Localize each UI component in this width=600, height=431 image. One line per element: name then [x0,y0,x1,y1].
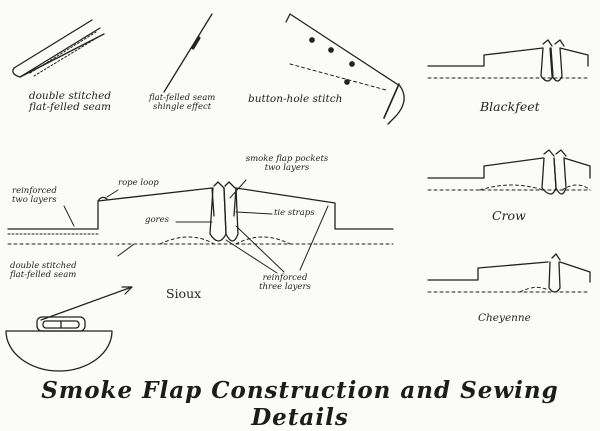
shingle-seam-sketch [163,13,213,93]
label-tie-straps: tie straps [274,208,315,218]
label-reinforced-two-layers: reinforced two layers [12,187,57,205]
label-flat-felled-line2: shingle effect [153,101,212,112]
label-reinforced-three-line2: three layers [259,281,311,292]
label-smoke-flap-line1: smoke flap pockets [245,154,329,164]
label-cheyenne: Cheyenne [478,312,531,324]
pocket-cross-section-drawing [5,316,113,372]
label-sioux: Sioux [166,286,202,301]
label-flat-felled-shingle: flat-felled seam shingle effect [149,94,215,112]
crow-detail-drawing [427,149,591,195]
label-blackfeet: Blackfeet [480,99,540,114]
label-double-stitched-bottom: double stitched flat-felled seam [10,262,77,280]
cheyenne-detail-drawing [427,253,591,293]
label-button-hole-stitch: button-hole stitch [248,93,343,105]
label-reinforced-two-line2: two layers [12,194,57,205]
diagram-caption: Smoke Flap Construction and Sewing Detai… [41,377,559,431]
double-stitched-seam-sketch [12,19,105,78]
label-double-stitched-top-line2: flat-felled seam [29,101,111,114]
label-flat-felled-line1: flat-felled seam [149,93,216,103]
blackfeet-detail-drawing [427,39,589,82]
button-hole-stitch-sketch [285,13,405,125]
label-smoke-flap-pockets: smoke flap pockets two layers [238,155,336,173]
label-gores: gores [145,215,170,225]
label-rope-loop: rope loop [118,178,159,188]
label-double-stitched-bottom-line1: double stitched [10,261,77,271]
label-double-stitched-top-line1: double stitched [28,90,112,102]
label-double-stitched-top: double stitched flat-felled seam [14,90,126,114]
label-reinforced-three-layers: reinforced three layers [246,274,324,292]
label-reinforced-three-line1: reinforced [262,273,308,283]
label-reinforced-two-line1: reinforced [12,186,57,196]
label-double-stitched-bottom-line2: flat-felled seam [10,269,77,280]
label-smoke-flap-line2: two layers [264,162,310,173]
label-crow: Crow [492,208,526,223]
sioux-main-drawing [7,179,394,321]
